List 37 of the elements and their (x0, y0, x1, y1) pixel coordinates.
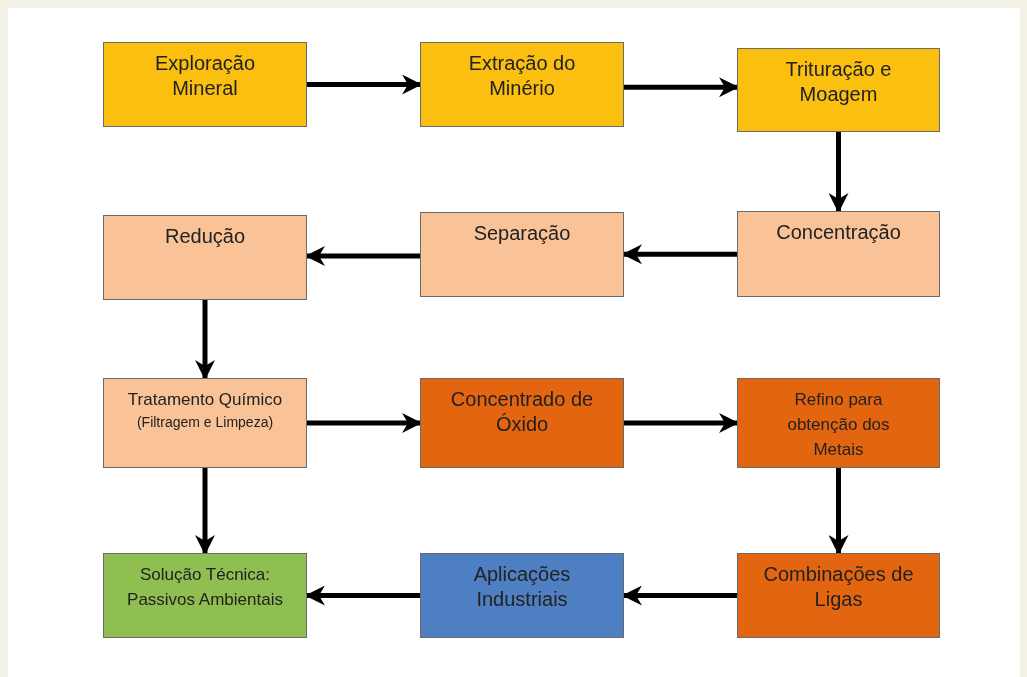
process-box (103, 42, 307, 127)
arrow (307, 413, 422, 433)
arrow (305, 246, 420, 266)
arrow (195, 468, 215, 555)
process-box (103, 553, 307, 638)
step-label: Separação (473, 221, 571, 246)
step-label: Redução (164, 224, 246, 249)
process-box (737, 553, 940, 638)
step-label: Refino para obtenção dos Metais (786, 389, 891, 461)
step-label: Concentração (776, 220, 901, 245)
step-label: Combinações de Ligas (762, 562, 915, 612)
arrow (305, 585, 420, 606)
arrow (195, 300, 215, 380)
step-label: Extração do Minério (467, 51, 577, 101)
process-box (420, 378, 624, 468)
process-box (103, 378, 307, 468)
process-box (420, 42, 624, 127)
step-label: Aplicações Industriais (472, 562, 572, 612)
process-box (420, 212, 624, 297)
arrow (828, 132, 849, 213)
step-label: Trituração e Moagem (784, 57, 893, 107)
process-box (737, 211, 940, 297)
process-box (420, 553, 624, 638)
process-box (737, 48, 940, 132)
process-box (737, 378, 940, 468)
arrow (622, 244, 737, 265)
arrow (828, 468, 849, 555)
process-box (103, 215, 307, 300)
arrow (622, 585, 737, 606)
arrow (624, 413, 739, 433)
step-label: Exploração Mineral (153, 51, 257, 101)
arrow (624, 77, 739, 98)
step-label: Concentrado de Óxido (449, 387, 595, 437)
step-note: (Filtragem e Limpeza) (136, 413, 274, 432)
arrow (307, 74, 422, 95)
step-label: Tratamento Químico (127, 389, 283, 411)
step-label: Solução Técnica: Passivos Ambientais (126, 564, 284, 611)
